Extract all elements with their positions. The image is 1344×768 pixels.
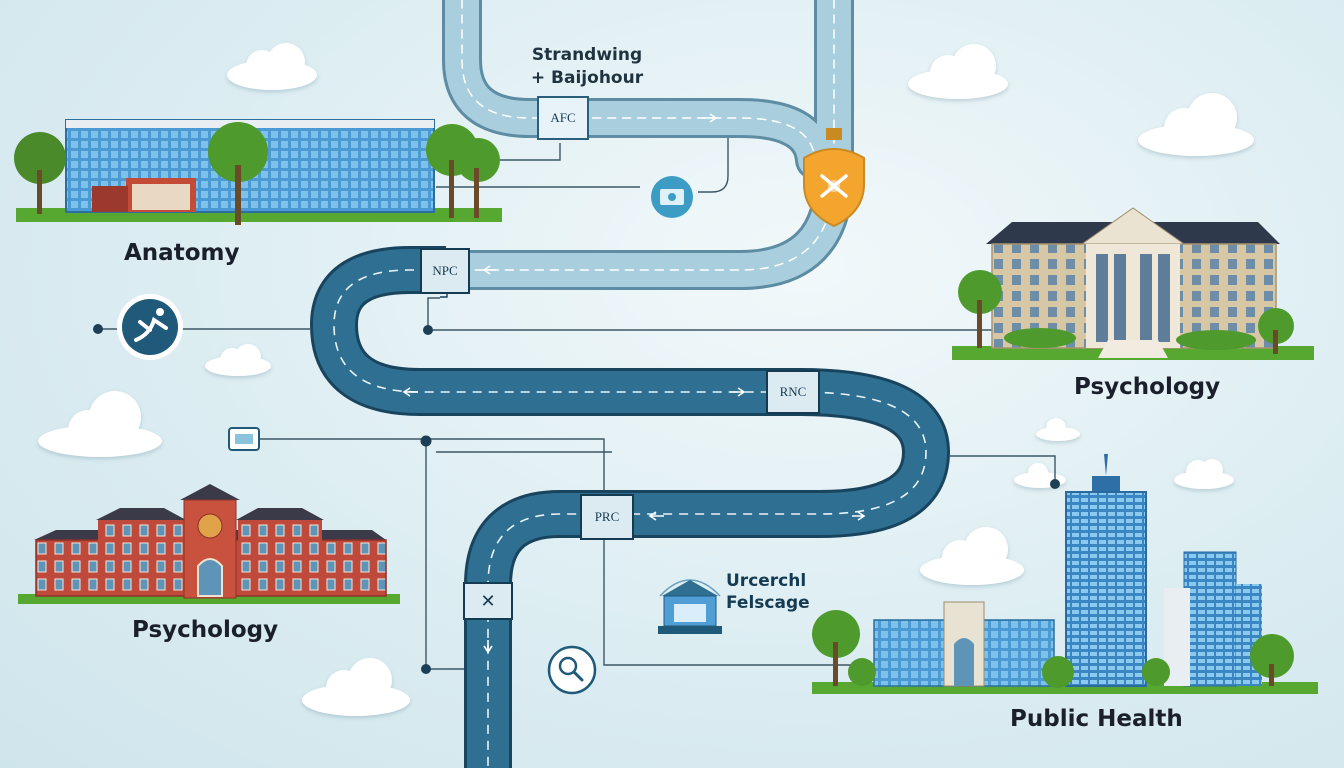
feature-line2: Felscage [726, 593, 810, 613]
node-rnc: RNC [766, 370, 820, 414]
cloud [920, 527, 1024, 585]
runner-icon [117, 294, 183, 360]
arrow-icon [402, 387, 418, 397]
label-public-health: Public Health [1010, 706, 1183, 732]
cloud [1036, 418, 1080, 441]
node-npc: NPC [420, 248, 470, 294]
road-light [426, 0, 854, 290]
top-caption: Strandwing + Baijohour [528, 44, 646, 90]
cloud [302, 658, 410, 716]
search-icon [547, 645, 597, 695]
top-caption-line1: Strandwing [531, 45, 643, 65]
feature-caption: Urcerchl Felscage [726, 570, 810, 614]
label-psychology-left: Psychology [132, 617, 279, 643]
label-anatomy: Anatomy [124, 240, 240, 266]
library-building-icon [658, 579, 722, 634]
campus-psychology-right [952, 207, 1314, 360]
campus-psychology-left [18, 484, 400, 604]
feature-line1: Urcerchl [726, 571, 807, 591]
cloud [908, 44, 1008, 99]
campus-public-health [812, 454, 1318, 694]
cloud [205, 344, 271, 376]
arrow-icon [852, 511, 866, 521]
arrow-icon [702, 113, 718, 123]
node-x: ✕ [463, 582, 513, 620]
campus-anatomy [14, 119, 502, 225]
arrow-icon [483, 640, 493, 654]
cloud [1138, 93, 1254, 156]
shield-emblem-icon [803, 128, 865, 228]
money-icon [651, 176, 693, 218]
cloud [227, 43, 317, 90]
clouds [38, 43, 1254, 716]
road-arrows [402, 113, 866, 654]
cloud [1174, 459, 1234, 489]
road-dark [309, 246, 951, 768]
id-card-icon [228, 427, 260, 451]
label-psychology-right: Psychology [1074, 374, 1221, 400]
arrow-icon [482, 265, 496, 275]
arrow-icon [648, 511, 664, 521]
cloud [38, 391, 162, 457]
node-afc: AFC [537, 96, 589, 140]
top-caption-line2: + Baijohour [530, 68, 644, 88]
arrow-icon [730, 387, 746, 397]
node-prc: PRC [580, 494, 634, 540]
